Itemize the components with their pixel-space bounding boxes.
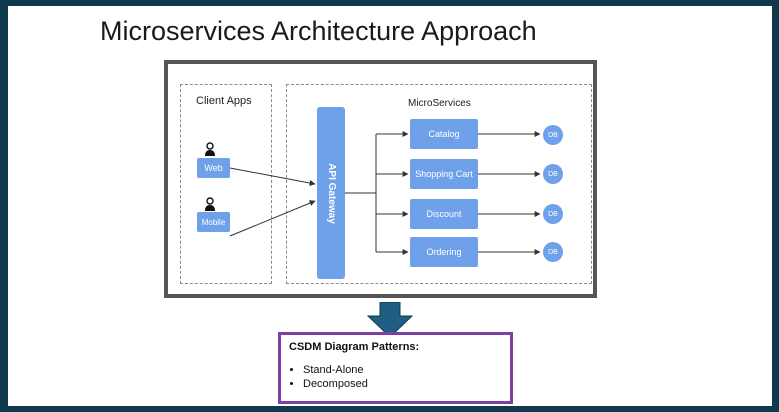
service-ordering: Ordering xyxy=(410,237,478,267)
microservices-group xyxy=(286,84,592,284)
patterns-list: Stand-Alone Decomposed xyxy=(289,363,502,391)
service-discount: Discount xyxy=(410,199,478,229)
api-gateway-label: API Gateway xyxy=(325,162,337,224)
database-icon: DB xyxy=(543,125,563,145)
csdm-patterns-box: CSDM Diagram Patterns: Stand-Alone Decom… xyxy=(278,332,513,404)
user-icon xyxy=(205,142,215,156)
api-gateway: API Gateway xyxy=(317,107,345,279)
service-catalog: Catalog xyxy=(410,119,478,149)
pattern-item: Stand-Alone xyxy=(303,363,502,377)
patterns-title: CSDM Diagram Patterns: xyxy=(289,341,420,353)
client-mobile: Mobile xyxy=(197,212,230,232)
user-icon xyxy=(205,197,215,211)
architecture-diagram: Client Apps MicroServices xyxy=(164,60,597,298)
database-icon: DB xyxy=(543,242,563,262)
service-shopping-cart: Shopping Cart xyxy=(410,159,478,189)
microservices-label: MicroServices xyxy=(408,98,471,109)
database-icon: DB xyxy=(543,164,563,184)
pattern-item: Decomposed xyxy=(303,377,502,391)
diagram-connectors xyxy=(229,131,541,255)
down-arrow-icon xyxy=(366,302,414,338)
slide: Microservices Architecture Approach Clie… xyxy=(8,6,772,406)
client-web: Web xyxy=(197,158,230,178)
client-apps-group xyxy=(180,84,272,284)
mobile-to-gateway-arrow xyxy=(229,200,316,237)
web-to-gateway-arrow xyxy=(229,167,316,186)
database-icon: DB xyxy=(543,204,563,224)
slide-title: Microservices Architecture Approach xyxy=(100,16,537,46)
client-apps-label: Client Apps xyxy=(196,95,252,107)
